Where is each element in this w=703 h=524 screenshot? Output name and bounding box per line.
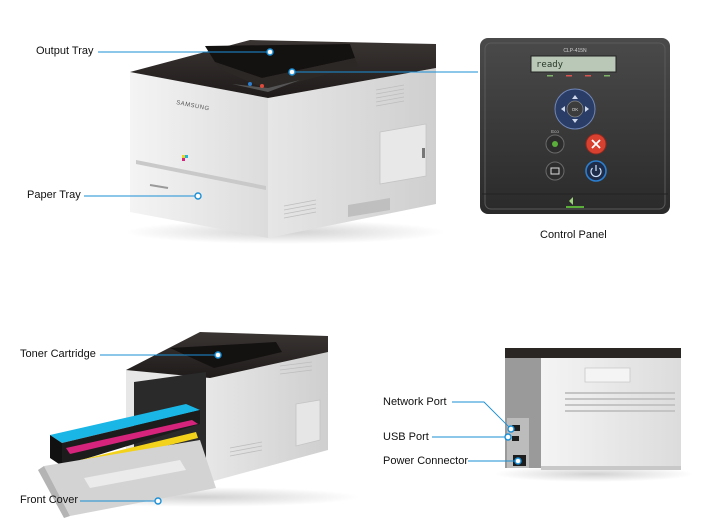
arrow-left-icon[interactable] [561,106,565,112]
arrow-down-icon[interactable] [572,119,578,123]
eco-label: Eco [551,129,559,134]
network-port [512,425,520,431]
printer-rear-view [494,348,694,482]
lcd-display [530,55,617,73]
power-connector-label: Power Connector [383,455,468,467]
arrow-up-icon[interactable] [572,95,578,99]
callout-lines [80,51,516,502]
usb-port [512,436,519,441]
arrow-right-icon[interactable] [585,106,589,112]
lcd-text: ready [536,60,564,70]
power-icon [590,167,602,178]
control-panel-label: Control Panel [540,229,607,241]
network-port-label: Network Port [383,396,447,408]
print-screen-button[interactable] [545,161,565,181]
model-name: CLP-415N [563,48,587,54]
paper-tray-label: Paper Tray [27,189,81,201]
callout-markers [154,48,522,505]
control-panel: CLP-415N ready OK Eco [480,38,670,214]
front-cover-label: Front Cover [20,494,79,506]
printer-front-view: SAMSUNG [125,40,445,244]
print-icon [550,167,560,175]
wireless-icon [569,197,573,205]
output-tray-label: Output Tray [36,45,94,57]
printer-open-view [38,332,360,518]
ok-button[interactable] [566,100,584,118]
toner-cartridge-label: Toner Cartridge [20,348,96,360]
ok-label: OK [572,107,579,112]
eco-leaf-icon [552,141,558,147]
cancel-icon [591,139,601,149]
usb-port-label: USB Port [383,431,429,443]
